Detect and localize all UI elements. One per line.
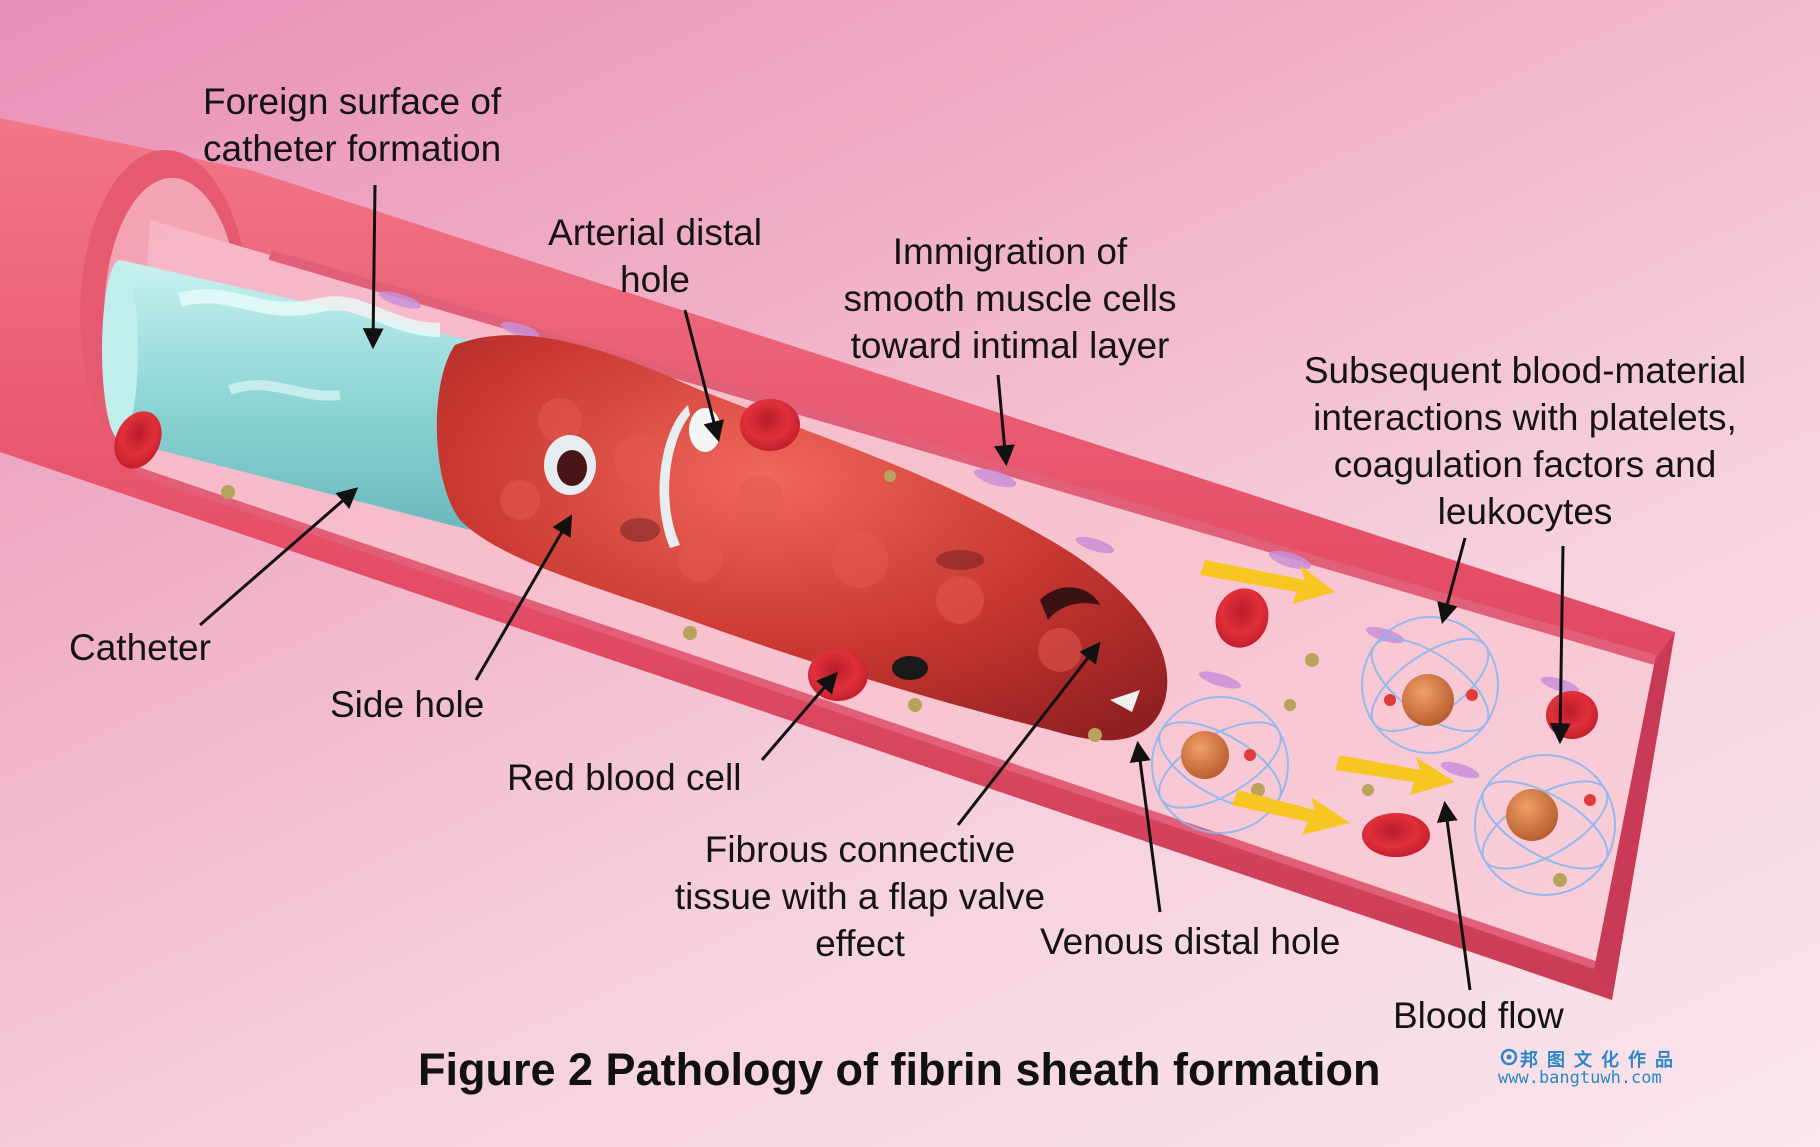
label-catheter: Catheter [69,627,211,668]
watermark-cn: 邦图文化作品 [1520,1050,1682,1070]
arterial-distal-hole [659,405,690,548]
label-arterial-distal-hole: Arterial distal hole [548,212,762,300]
vessel-cut-end [1595,632,1675,1000]
label-blood-flow: Blood flow [1393,995,1564,1036]
red-blood-cells [114,399,1598,857]
watermark-logo-icon [1500,1048,1518,1066]
venous-distal-hole [1040,587,1100,620]
label-immigration: Immigration of smooth muscle cells towar… [843,231,1177,366]
platelets [221,470,1567,887]
blood-flow-arrows [1200,560,1455,835]
label-fibrous: Fibrous connective tissue with a flap va… [674,829,1046,964]
label-red-blood-cell: Red blood cell [507,757,742,798]
watermark-url: www.bangtuwh.com [1498,1068,1662,1088]
label-venous-distal-hole: Venous distal hole [1040,921,1341,962]
label-foreign-surface: Foreign surface of catheter formation [203,81,502,169]
label-side-hole: Side hole [330,684,485,725]
leukocyte-network [1151,616,1616,896]
figure-caption: Figure 2 Pathology of fibrin sheath form… [418,1044,1381,1095]
leader-arrows [199,184,1571,991]
label-subsequent: Subsequent blood-material interactions w… [1303,350,1747,532]
fibrin-sheath [436,335,1168,741]
